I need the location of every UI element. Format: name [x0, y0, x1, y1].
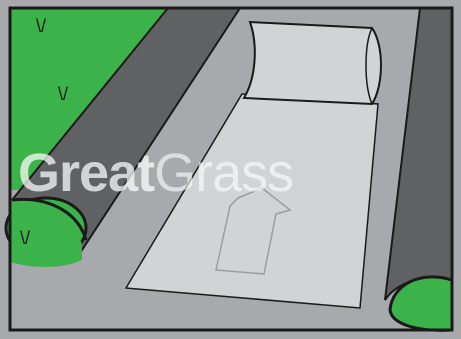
grass-mark-3: \/: [20, 228, 30, 248]
liner-roll: [244, 22, 381, 104]
grass-mark-2: \/: [58, 84, 68, 104]
grass-mark-1: \/: [36, 16, 46, 36]
